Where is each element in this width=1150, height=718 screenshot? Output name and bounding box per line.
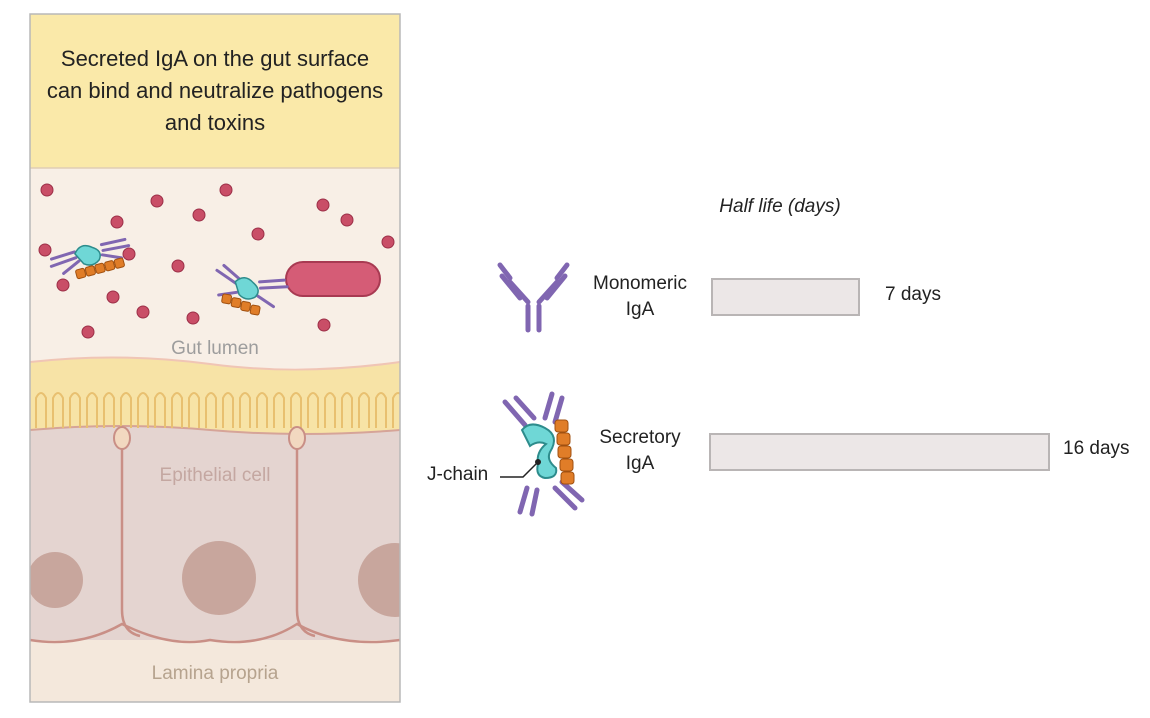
- microvillus: [188, 392, 200, 428]
- tight-junction: [288, 426, 306, 450]
- pathogen-dot: [136, 305, 150, 319]
- microvillus: [35, 392, 47, 428]
- microvillus: [120, 392, 132, 428]
- chart-title: Half life (days): [719, 196, 841, 217]
- microvillus: [154, 392, 166, 428]
- data-label-monomeric: 7 days: [885, 284, 941, 305]
- category-label-line: IgA: [625, 299, 655, 320]
- caption-box: [30, 14, 400, 168]
- microvillus: [307, 392, 319, 428]
- secretory-iga-bound-1: [49, 237, 131, 280]
- category-label-line: Monomeric: [593, 273, 687, 294]
- nucleus: [182, 541, 256, 615]
- bar-monomeric-iga: [711, 278, 860, 316]
- microvillus: [69, 392, 81, 428]
- microvillus: [222, 392, 234, 428]
- pathogen-dot: [40, 183, 54, 197]
- lamina-propria-label: Lamina propria: [151, 663, 279, 684]
- pathogen-dot: [150, 194, 164, 208]
- lamina-propria-region: [30, 630, 400, 702]
- caption-text: Secreted IgA on the gut surface can bind…: [46, 46, 384, 135]
- pathogen-dot: [122, 247, 136, 261]
- pathogen-dot: [192, 208, 206, 222]
- pathogen-dot: [340, 213, 354, 227]
- category-label-line: Secretory: [599, 427, 681, 448]
- pathogen-dot: [381, 235, 395, 249]
- microvillus: [324, 392, 336, 428]
- microvillus: [239, 392, 251, 428]
- pathogen-dot: [38, 243, 52, 257]
- microvillus: [256, 392, 268, 428]
- microvillus: [341, 392, 353, 428]
- microvillus: [290, 392, 302, 428]
- pathogen-dot: [81, 325, 95, 339]
- category-label-secretory: Secretory IgA: [570, 425, 710, 477]
- microvillus: [52, 392, 64, 428]
- microvillus: [205, 392, 217, 428]
- pathogen-dot: [316, 198, 330, 212]
- nucleus: [30, 552, 83, 608]
- pathogen-dot: [219, 183, 233, 197]
- tight-junction: [113, 426, 131, 450]
- category-label-monomeric: Monomeric IgA: [570, 271, 710, 323]
- microvillus: [273, 392, 285, 428]
- monomeric-iga-icon: [497, 262, 570, 333]
- pathogen-dot: [251, 227, 265, 241]
- epithelial-cell-label: Epithelial cell: [159, 465, 271, 486]
- microvillus: [86, 392, 98, 428]
- pathogen-dot: [186, 311, 200, 325]
- microvillus: [103, 392, 115, 428]
- microvillus: [358, 392, 370, 428]
- j-chain-label: J-chain: [427, 464, 489, 485]
- nucleus: [358, 543, 400, 617]
- category-label-line: IgA: [625, 453, 655, 474]
- pathogen-dot: [317, 318, 331, 332]
- pathogen-dot: [56, 278, 70, 292]
- secretory-iga-icon: [500, 391, 585, 517]
- bacterium: [285, 261, 381, 297]
- j-chain-pointer: [500, 462, 538, 478]
- bar-secretory-iga: [709, 433, 1050, 471]
- pathogen-dot: [106, 290, 120, 304]
- pathogens: [38, 183, 395, 339]
- gut-lumen-label: Gut lumen: [171, 338, 259, 359]
- microvillus: [392, 392, 400, 428]
- pathogen-dot: [110, 215, 124, 229]
- data-label-secretory: 16 days: [1063, 438, 1130, 459]
- microvillus: [375, 392, 387, 428]
- microvillus: [137, 392, 149, 428]
- microvilli: [35, 392, 400, 428]
- pathogen-dot: [171, 259, 185, 273]
- secretory-iga-bound-2: [215, 263, 289, 316]
- microvillus: [171, 392, 183, 428]
